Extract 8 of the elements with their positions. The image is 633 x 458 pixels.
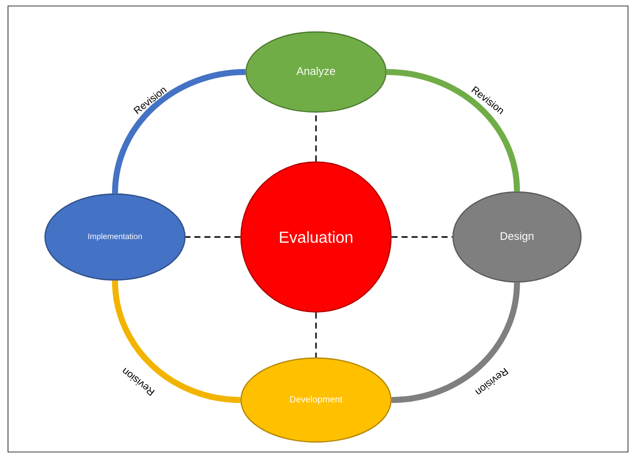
arc-band — [386, 69, 520, 192]
dashed-line — [392, 236, 452, 238]
arc-band — [112, 69, 246, 194]
dashed-line — [315, 112, 317, 162]
arc-band — [391, 282, 520, 403]
dashed-line — [315, 312, 317, 358]
dashed-line — [186, 236, 240, 238]
arc-band — [112, 280, 241, 403]
